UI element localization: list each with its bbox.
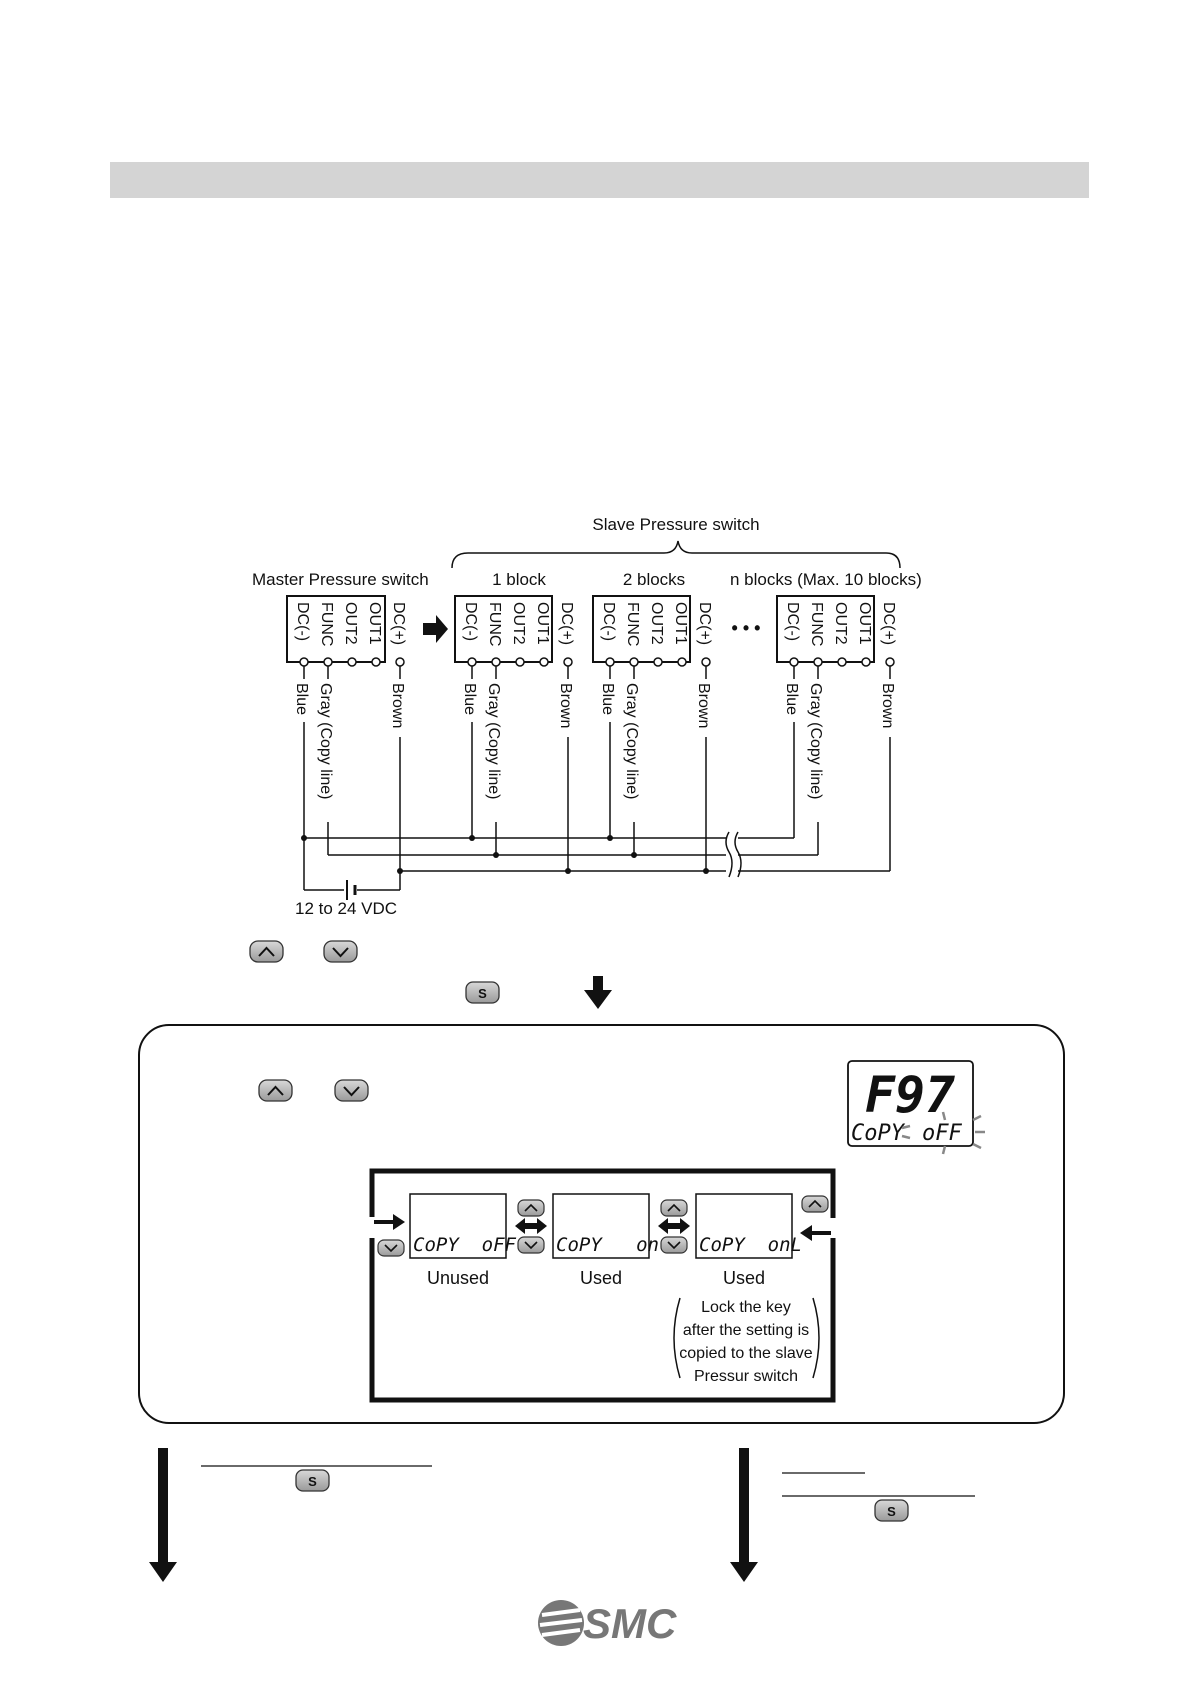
blink-indicator-icon: [901, 1111, 985, 1155]
option-label-2: Used: [580, 1268, 622, 1288]
pin-label: FUNC: [808, 602, 825, 646]
pin-label: DC(+): [880, 602, 897, 645]
pin-label: DC(+): [558, 602, 575, 645]
option-lcd-2: [552, 1193, 650, 1259]
set-key-icon: S: [874, 1499, 909, 1522]
wire-label-brown: Brown: [557, 683, 574, 728]
setting-panel: [138, 1024, 1065, 1424]
wire-lines: [303, 666, 891, 891]
slave-switch-box-2: [592, 595, 691, 663]
section-header-band: [110, 162, 1089, 198]
pin-label: DC(+): [390, 602, 407, 645]
pin-label: DC(-): [294, 602, 311, 641]
pin-label: DC(-): [600, 602, 617, 641]
wire-label-gray: Gray (Copy line): [807, 683, 824, 799]
slave-brace: [451, 540, 901, 569]
function-code: F97: [865, 1066, 955, 1124]
pin-label: OUT2: [648, 602, 665, 645]
option-loop-frame-bottom: [369, 1238, 836, 1403]
option-label-1: Unused: [427, 1268, 489, 1288]
block-label-2: 2 blocks: [623, 570, 685, 589]
option-lcd-1: [409, 1193, 507, 1259]
copy-direction-arrow: [423, 615, 448, 643]
note-line: after the setting is: [683, 1322, 809, 1339]
up-key-icon: [258, 1079, 293, 1102]
down-key-icon: [334, 1079, 369, 1102]
lcd-sub-right: oFF: [922, 1121, 962, 1146]
wire-label-brown: Brown: [879, 683, 896, 728]
pin-label: OUT2: [342, 602, 359, 645]
slave-switch-box-n: [776, 595, 875, 663]
pin-label: OUT2: [832, 602, 849, 645]
pin-label: DC(+): [696, 602, 713, 645]
pin-label: FUNC: [486, 602, 503, 646]
slave-switch-box-1: [454, 595, 553, 663]
note-line: Lock the key: [701, 1299, 791, 1316]
smc-logo: SMC: [538, 1600, 677, 1647]
option-lcd-1-text: CoPY oFF: [413, 1234, 517, 1256]
note-paren-right: [812, 1297, 820, 1379]
set-key-icon: S: [465, 981, 500, 1004]
toggle-arrow-icon: [658, 1218, 690, 1234]
pin-label: DC(-): [462, 602, 479, 641]
master-switch-label: Master Pressure switch: [252, 570, 429, 589]
svg-text:S: S: [478, 986, 487, 1001]
main-lcd-display: [847, 1060, 974, 1147]
option-lcd-3-text: CoPY onL: [699, 1234, 802, 1256]
wire-label-blue: Blue: [783, 683, 800, 715]
supply-voltage-label: 12 to 24 VDC: [295, 899, 397, 918]
pin-label: FUNC: [318, 602, 335, 646]
block-label-1: 1 block: [492, 570, 546, 589]
down-key-icon: [323, 940, 358, 963]
down-key-icon: [377, 1239, 405, 1257]
wire-label-blue: Blue: [293, 683, 310, 715]
note-line: copied to the slave: [679, 1345, 813, 1362]
flow-arrow-down-left: [149, 1448, 177, 1582]
pin-label: OUT2: [510, 602, 527, 645]
down-key-icon: [517, 1236, 545, 1254]
note-paren-left: [673, 1297, 681, 1379]
svg-text:S: S: [887, 1504, 896, 1519]
wire-label-gray: Gray (Copy line): [623, 683, 640, 799]
up-key-icon: [660, 1199, 688, 1217]
wire-label-blue: Blue: [599, 683, 616, 715]
flow-arrow-down: [584, 976, 612, 1009]
pin-label: DC(-): [784, 602, 801, 641]
option-label-3: Used: [723, 1268, 765, 1288]
up-key-icon: [801, 1195, 829, 1213]
wire-label-gray: Gray (Copy line): [485, 683, 502, 799]
down-key-icon: [660, 1236, 688, 1254]
pin-label: OUT1: [672, 602, 689, 645]
pin-label: OUT1: [534, 602, 551, 645]
option-loop-frame-top: [369, 1168, 836, 1218]
svg-text:S: S: [308, 1474, 317, 1489]
set-key-icon: S: [295, 1469, 330, 1492]
option-lcd-2-text: CoPY on: [556, 1234, 659, 1256]
wire-label-blue: Blue: [461, 683, 478, 715]
up-key-icon: [517, 1199, 545, 1217]
junction-dots: [301, 835, 709, 874]
note-line: Pressur switch: [694, 1368, 798, 1385]
flow-arrow-down-right: [730, 1448, 758, 1582]
loop-arrow-back: [800, 1225, 831, 1241]
ellipsis: • • •: [732, 618, 761, 638]
block-label-n: n blocks (Max. 10 blocks): [730, 570, 922, 589]
loop-arrow-in: [374, 1214, 405, 1230]
wire-label-brown: Brown: [695, 683, 712, 728]
master-switch-box: [286, 595, 386, 663]
option-lcd-3: [695, 1193, 793, 1259]
pin-label: OUT1: [856, 602, 873, 645]
slave-switch-label: Slave Pressure switch: [592, 515, 759, 534]
wire-label-brown: Brown: [389, 683, 406, 728]
svg-text:SMC: SMC: [583, 1600, 677, 1647]
wire-label-gray: Gray (Copy line): [317, 683, 334, 799]
toggle-arrow-icon: [515, 1218, 547, 1234]
up-key-icon: [249, 940, 284, 963]
lcd-sub-left: CoPY: [851, 1121, 906, 1146]
pin-label: OUT1: [366, 602, 383, 645]
pin-label: FUNC: [624, 602, 641, 646]
